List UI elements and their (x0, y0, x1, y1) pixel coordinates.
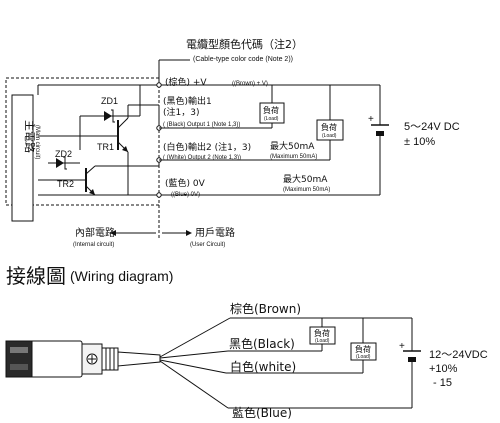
brown-label: (棕色) +V (165, 76, 207, 88)
black-lead (159, 350, 229, 359)
wire-black-label: 黑色(Black) (229, 337, 295, 351)
white-lead (159, 359, 227, 374)
internal-circuit-box (5, 77, 160, 206)
wire-white-label: 白色(white) (230, 359, 296, 374)
load1-label: 負荷 (263, 105, 279, 115)
battery2-minus-plate (408, 357, 416, 362)
supply-voltage: 5～24V DC (404, 121, 460, 133)
supply2-voltage: 12～24VDC (429, 349, 488, 361)
cable-color-title: 電纜型顏色代碼（注2） (186, 37, 303, 51)
sensor-cable (117, 351, 161, 367)
max-current-2: 最大50mA (283, 173, 328, 185)
user-circuit-label-en: (User Circuit) (190, 242, 225, 248)
battery-plus-sign: + (368, 114, 374, 125)
brown-lead (159, 317, 231, 358)
main-circuit-label: 主電路 (23, 120, 36, 153)
wiring-heading-en: (Wiring diagram) (70, 268, 173, 284)
tr2-emitter-arrow-icon (89, 189, 95, 195)
zd1-label: ZD1 (101, 96, 118, 106)
black-label: (黑色)輸出1 (163, 95, 212, 107)
brown-label-en: ((Brown) + V) (232, 81, 268, 87)
tr1-emitter-arrow-icon (122, 146, 128, 152)
load2-label-en: (Load) (322, 133, 337, 139)
white-label-en: ( (White) Output 2 (Note 1,3)) (163, 155, 241, 161)
black-note: (注1，3) (163, 106, 199, 118)
zd2-zener-bar (63, 156, 67, 170)
max-current-1: 最大50mA (270, 140, 315, 152)
zd2-zener-icon (56, 158, 64, 168)
user-circuit-label: 用戶電路 (195, 226, 235, 239)
battery2-plus-sign: + (399, 341, 405, 352)
white-label: (白色)輸出2 (注1，3) (163, 141, 251, 153)
internal-arrow-head-icon (110, 230, 116, 236)
tr2-label: TR2 (57, 179, 74, 189)
sensor-lens-shine (10, 347, 28, 353)
loadA-label-en: (Load) (315, 338, 330, 344)
wiring-heading: 接線圖 (6, 264, 66, 288)
terminal-blue (156, 192, 162, 198)
zd2-label: ZD2 (55, 149, 72, 159)
max-current-2-en: (Maximum 50mA) (283, 187, 330, 193)
blue-label: (藍色) 0V (165, 177, 206, 189)
battery-minus-plate (376, 131, 384, 136)
tr2-collector (85, 165, 96, 175)
internal-circuit-label: 內部電路 (75, 226, 115, 239)
wire-blue-label: 藍色(Blue) (232, 406, 292, 420)
loadB-label-en: (Load) (356, 354, 371, 360)
loadA-label: 負荷 (314, 328, 330, 338)
internal-circuit-label-en: (Internal circuit) (73, 242, 114, 248)
zd1-zener-icon (104, 111, 112, 121)
loadB-label: 負荷 (355, 344, 371, 354)
supply-tolerance: ± 10% (404, 136, 435, 148)
load2-label: 負荷 (321, 122, 337, 132)
supply2-plus: +10% (429, 363, 458, 375)
user-arrow-head-icon (186, 230, 192, 236)
tr1-collector (117, 117, 129, 129)
max-current-1-en: (Maximum 50mA) (270, 154, 317, 160)
main-circuit-block (11, 94, 34, 222)
sensor-lens-shine (10, 364, 28, 370)
black-label-en: ( (Black) Output 1 (Note 1,3)) (163, 122, 240, 128)
blue-lead (159, 360, 229, 409)
load1-label-en: (Load) (264, 116, 279, 122)
supply2-minus: - 15 (433, 377, 452, 389)
tr1-label: TR1 (97, 142, 114, 152)
zd1-zener-bar (111, 109, 115, 123)
sensor-lens (5, 340, 33, 378)
cable-color-title-en: (Cable-type color code (Note 2)) (193, 56, 293, 63)
main-circuit-label-en: (Main circuit) (34, 125, 40, 159)
terminal-brown (156, 82, 162, 88)
blue-label-en: ((Blue) 0V) (171, 192, 200, 198)
wire-brown-label: 棕色(Brown) (230, 301, 301, 316)
